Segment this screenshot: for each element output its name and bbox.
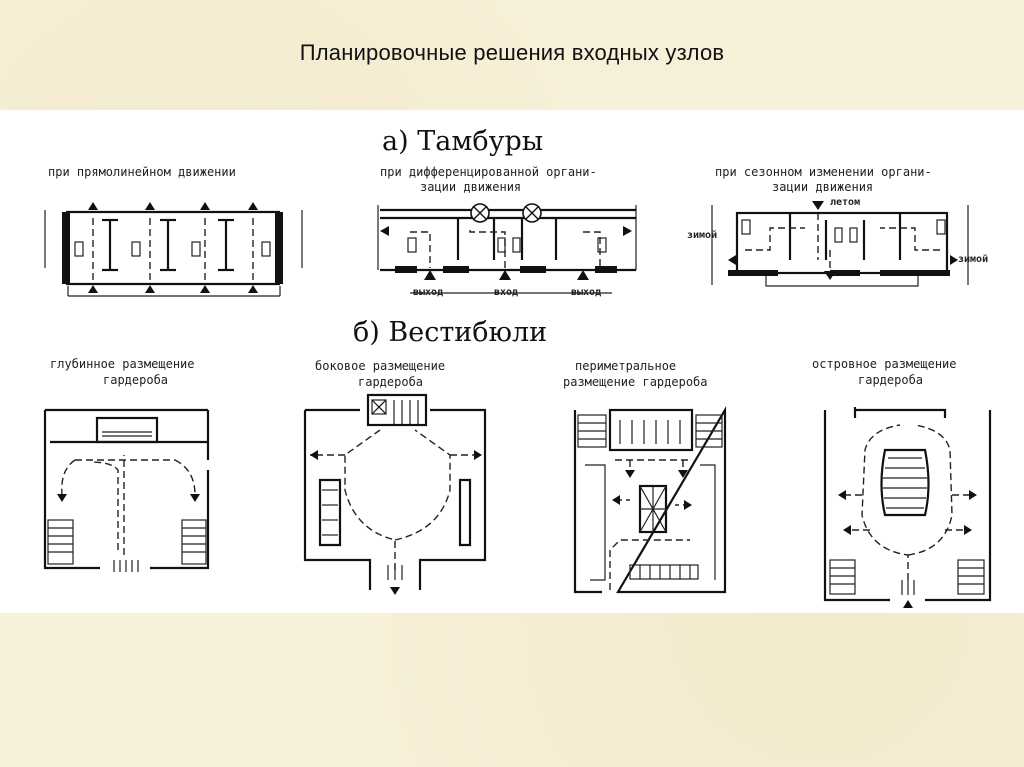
a3-winter-right-label: зимой <box>958 253 988 265</box>
slide-title: Планировочные решения входных узлов <box>299 40 725 65</box>
a2-exit-right-label: выход <box>571 287 601 298</box>
b4-plan <box>823 407 992 608</box>
b4-label-line2: гардероба <box>858 373 923 387</box>
b3-plan <box>573 405 727 594</box>
b3-label-line2: размещение гардероба <box>563 375 708 389</box>
a3-label-line2: зации движения <box>772 180 873 194</box>
a2-exit-left-label: выход <box>413 287 443 298</box>
b2-label-line2: гардероба <box>358 375 423 389</box>
a2-label-line1: при дифференцированной органи- <box>380 165 597 179</box>
a3-summer-label: летом <box>830 197 860 208</box>
a2-label-line2: зации движения <box>420 180 521 194</box>
a2-entry-label: вход <box>494 287 518 298</box>
b1-label-line1: глубинное размещение <box>50 357 195 371</box>
a1-label: при прямолинейном движении <box>48 165 236 179</box>
b2-plan <box>303 393 487 595</box>
section-b-heading: б) Вестибюли <box>353 317 547 348</box>
a1-plan <box>44 202 303 297</box>
b1-label-line2: гардероба <box>103 373 168 387</box>
a2-plan: выход вход выход <box>377 203 637 298</box>
b4-label-line1: островное размещение <box>812 357 957 371</box>
b1-plan <box>43 408 210 572</box>
a3-plan: зимой летом зимой <box>687 197 988 287</box>
b3-label-line1: периметральное <box>575 359 676 373</box>
drawing-panel: а) Тамбуры при прямолинейном движении <box>0 110 1024 613</box>
a3-winter-left-label: зимой <box>687 229 717 241</box>
plans-drawing: а) Тамбуры при прямолинейном движении <box>43 126 992 608</box>
a3-label-line1: при сезонном изменении органи- <box>715 165 932 179</box>
b2-label-line1: боковое размещение <box>315 359 445 373</box>
section-a-heading: а) Тамбуры <box>382 126 543 157</box>
